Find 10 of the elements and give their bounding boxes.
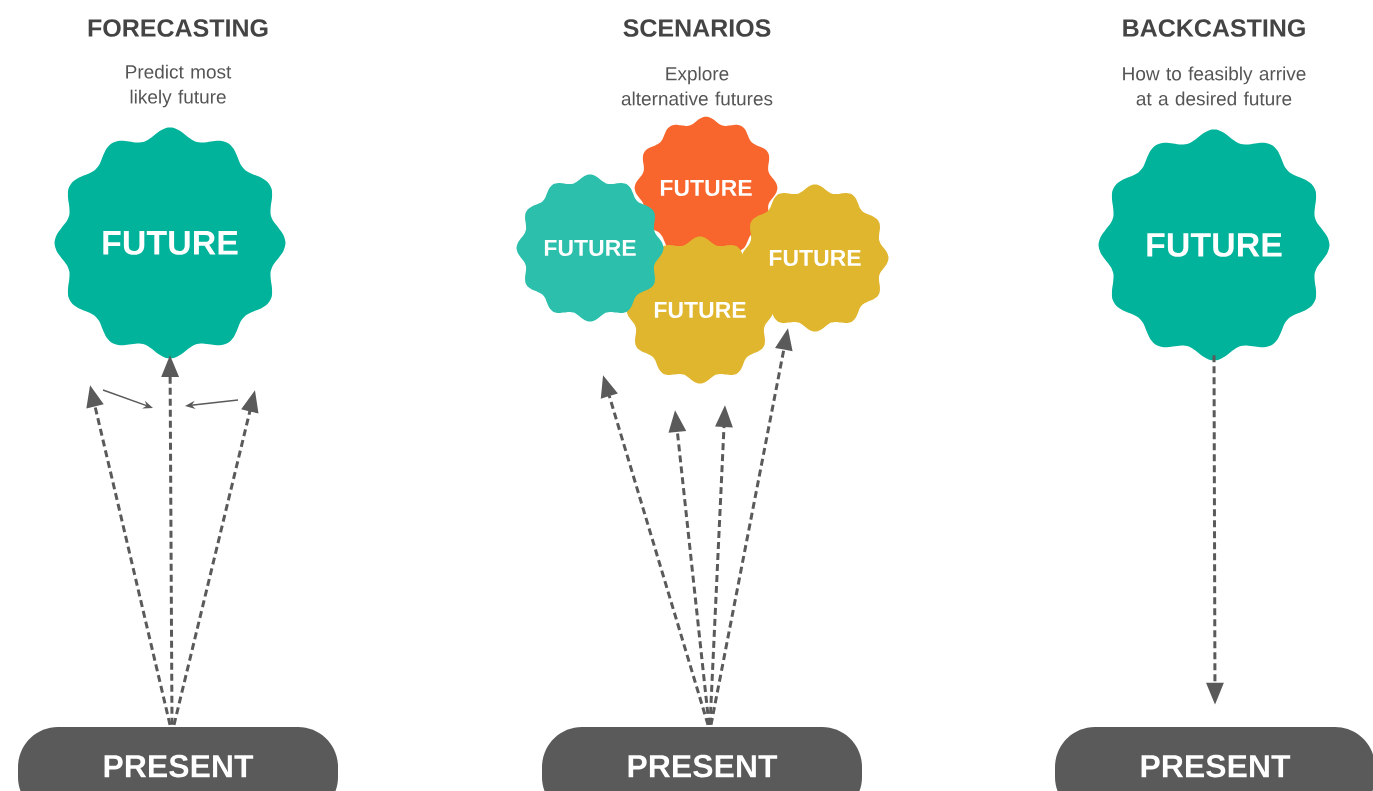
present-pill: PRESENT [542,727,862,791]
present-pill: PRESENT [18,727,338,791]
subtitle: Predict most likely future [126,64,232,108]
heading: BACKCASTING [1123,19,1305,37]
future-badge: FUTURE [1098,129,1330,361]
heading: SCENARIOS [623,19,771,37]
present-pill: PRESENT [1055,727,1373,791]
heading: FORECASTING [88,19,268,37]
subtitle: How to feasibly arrive at a desired future [1123,66,1306,106]
future-badge: FUTURE [54,127,286,359]
